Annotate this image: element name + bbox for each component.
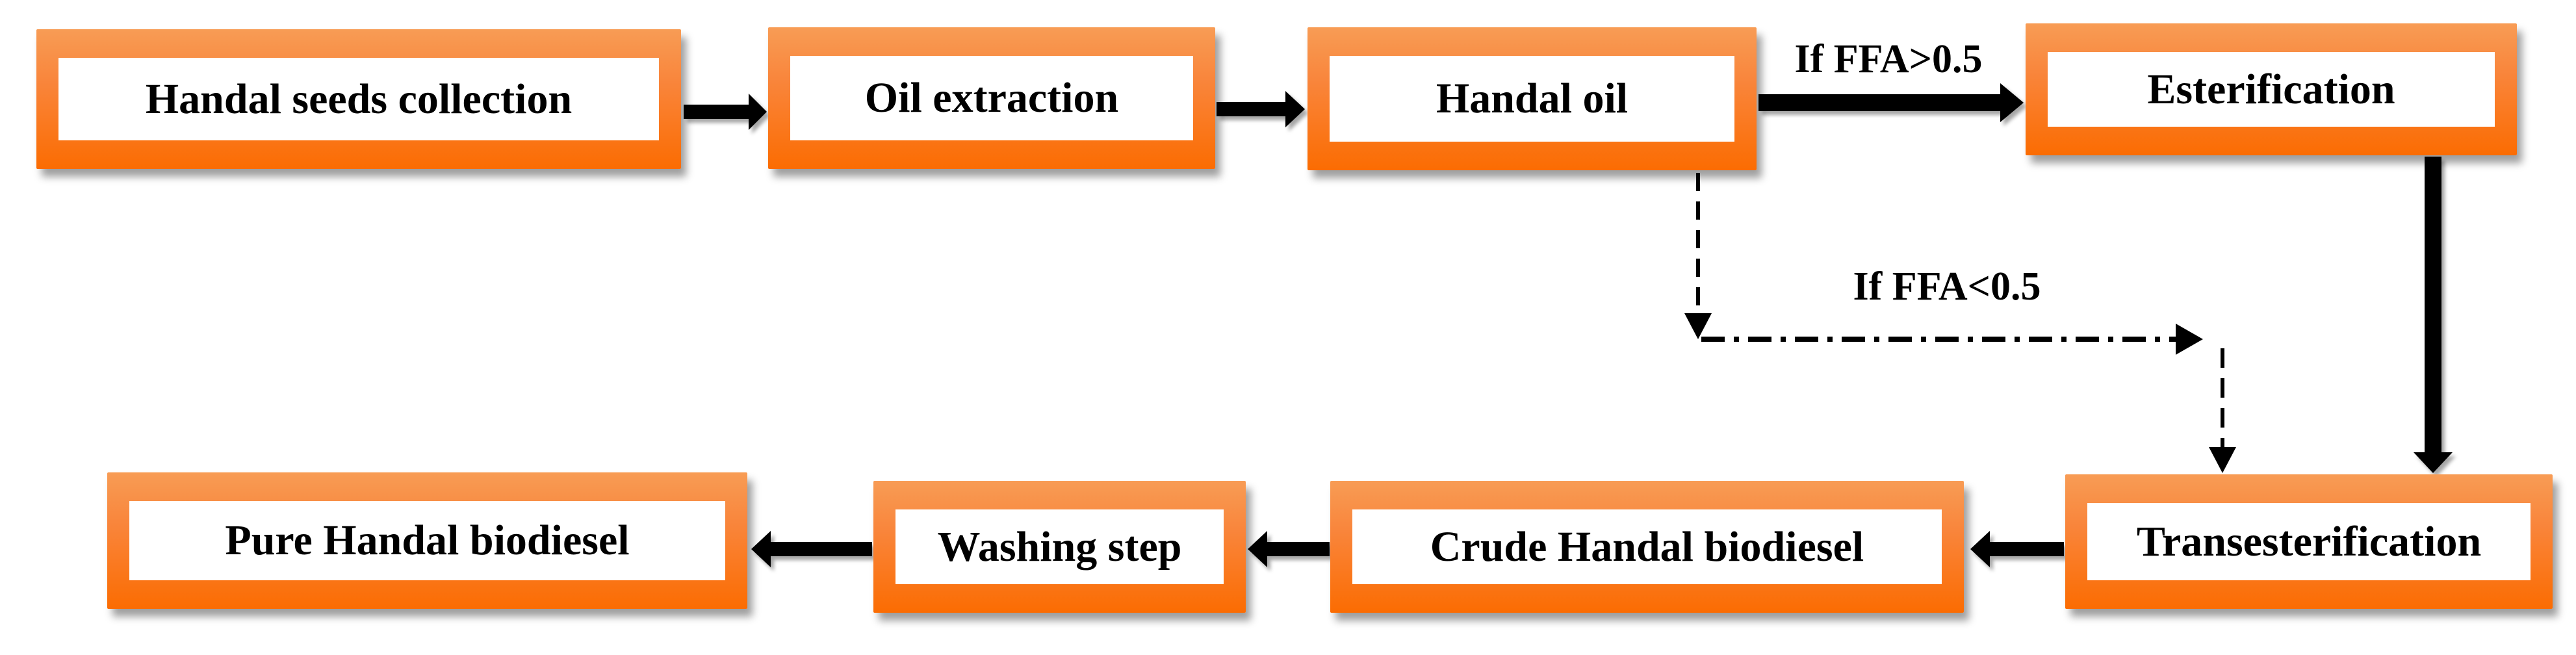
edge-label-ffa-high: If FFA>0.5	[1794, 37, 1983, 81]
node-crude-handal-biodiesel: Crude Handal biodiesel	[1330, 481, 1964, 613]
node-label: Washing step	[937, 522, 1182, 571]
node-label: Crude Handal biodiesel	[1430, 522, 1864, 571]
dash-dot-arrow-ffa-low-icon	[1701, 324, 2203, 355]
arrow-washing-to-pure-icon	[751, 531, 872, 567]
node-label: Oil extraction	[864, 74, 1119, 122]
conditional-dashed-arrows	[1684, 173, 2236, 473]
node-label-plate: Oil extraction	[790, 56, 1193, 140]
node-label-plate: Esterification	[2048, 52, 2495, 127]
node-label: Transesterification	[2136, 517, 2482, 565]
node-label-plate: Handal seeds collection	[58, 58, 659, 140]
node-label-plate: Pure Handal biodiesel	[129, 501, 725, 580]
node-label-plate: Washing step	[895, 509, 1224, 584]
node-oil-extraction: Oil extraction	[768, 27, 1215, 169]
arrow-crude-to-washing-icon	[1248, 531, 1330, 567]
arrow-handal-oil-to-esterification-icon	[1758, 83, 2024, 122]
node-washing-step: Washing step	[873, 481, 1246, 613]
dashed-arrow-down-from-handal-oil-icon	[1684, 173, 1712, 339]
arrow-esterification-to-transesterification-icon	[2414, 157, 2453, 473]
dashed-arrow-into-transesterification-icon	[2209, 348, 2236, 473]
node-transesterification: Transesterification	[2065, 474, 2553, 609]
node-label: Pure Handal biodiesel	[225, 517, 630, 564]
edge-label-ffa-low: If FFA<0.5	[1853, 264, 2041, 309]
node-esterification: Esterification	[2026, 23, 2517, 155]
node-label: Handal seeds collection	[145, 75, 573, 123]
arrow-transesterification-to-crude-icon	[1970, 531, 2064, 567]
node-label-plate: Handal oil	[1330, 56, 1734, 142]
node-label: Esterification	[2147, 65, 2395, 113]
node-label: Handal oil	[1436, 75, 1629, 122]
node-handal-oil: Handal oil	[1307, 27, 1757, 170]
node-handal-seeds-collection: Handal seeds collection	[36, 29, 681, 169]
arrow-extraction-to-handal-oil-icon	[1217, 91, 1305, 127]
arrow-seeds-to-extraction-icon	[684, 94, 767, 130]
node-pure-handal-biodiesel: Pure Handal biodiesel	[107, 472, 747, 609]
node-label-plate: Transesterification	[2087, 503, 2531, 580]
solid-arrows	[684, 83, 2453, 567]
node-label-plate: Crude Handal biodiesel	[1352, 509, 1942, 584]
